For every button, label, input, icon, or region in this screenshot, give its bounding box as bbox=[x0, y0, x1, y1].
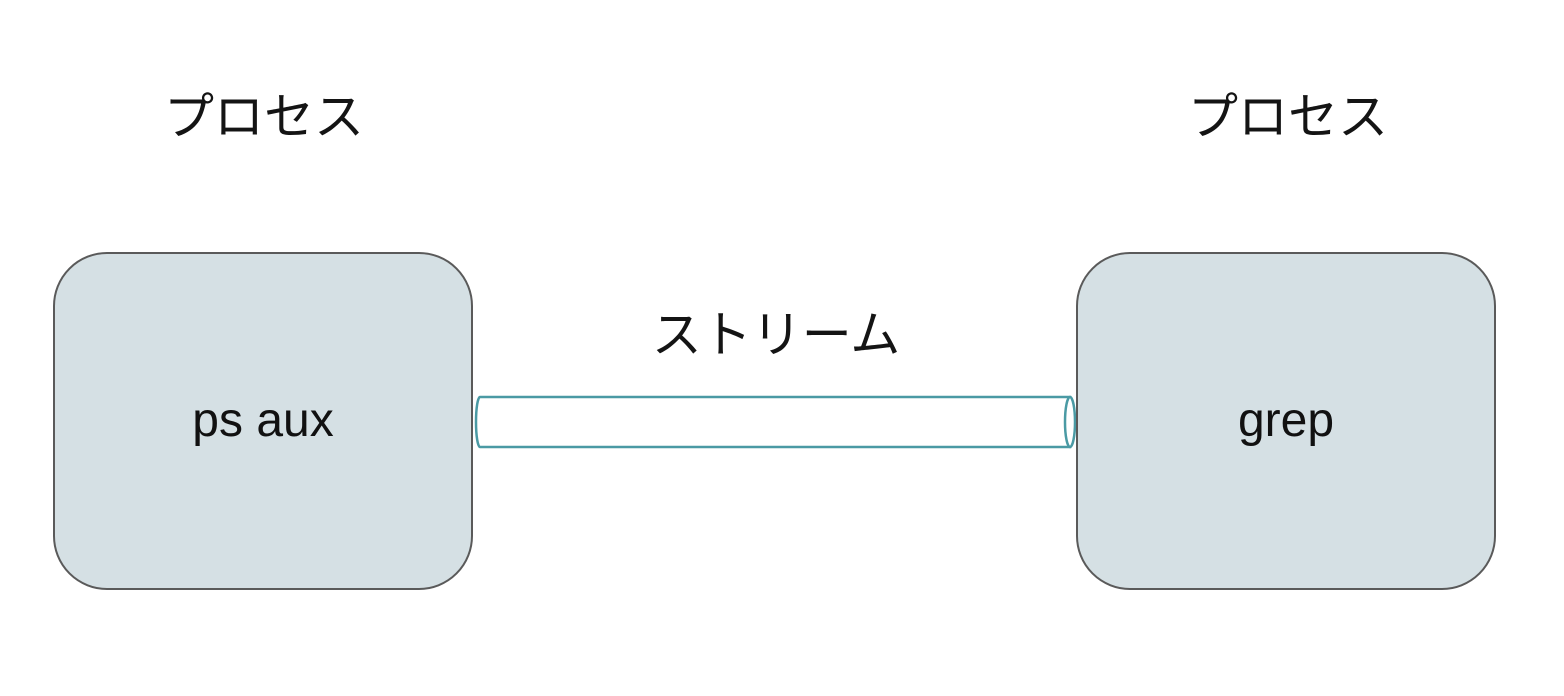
left-process-command: ps aux bbox=[192, 394, 334, 447]
stream-caption: ストリーム bbox=[651, 306, 901, 364]
stream-pipe bbox=[474, 395, 1077, 449]
stream-pipe-cylinder bbox=[474, 395, 1077, 449]
stream-pipe-end-cap bbox=[1063, 395, 1077, 449]
left-process-caption: プロセス bbox=[164, 88, 364, 146]
stream-pipe-body bbox=[474, 395, 1072, 449]
right-process-command: grep bbox=[1237, 394, 1335, 447]
left-process-box: ps aux bbox=[53, 252, 473, 590]
right-process-box: grep bbox=[1076, 252, 1496, 590]
right-process-caption: プロセス bbox=[1188, 88, 1388, 146]
